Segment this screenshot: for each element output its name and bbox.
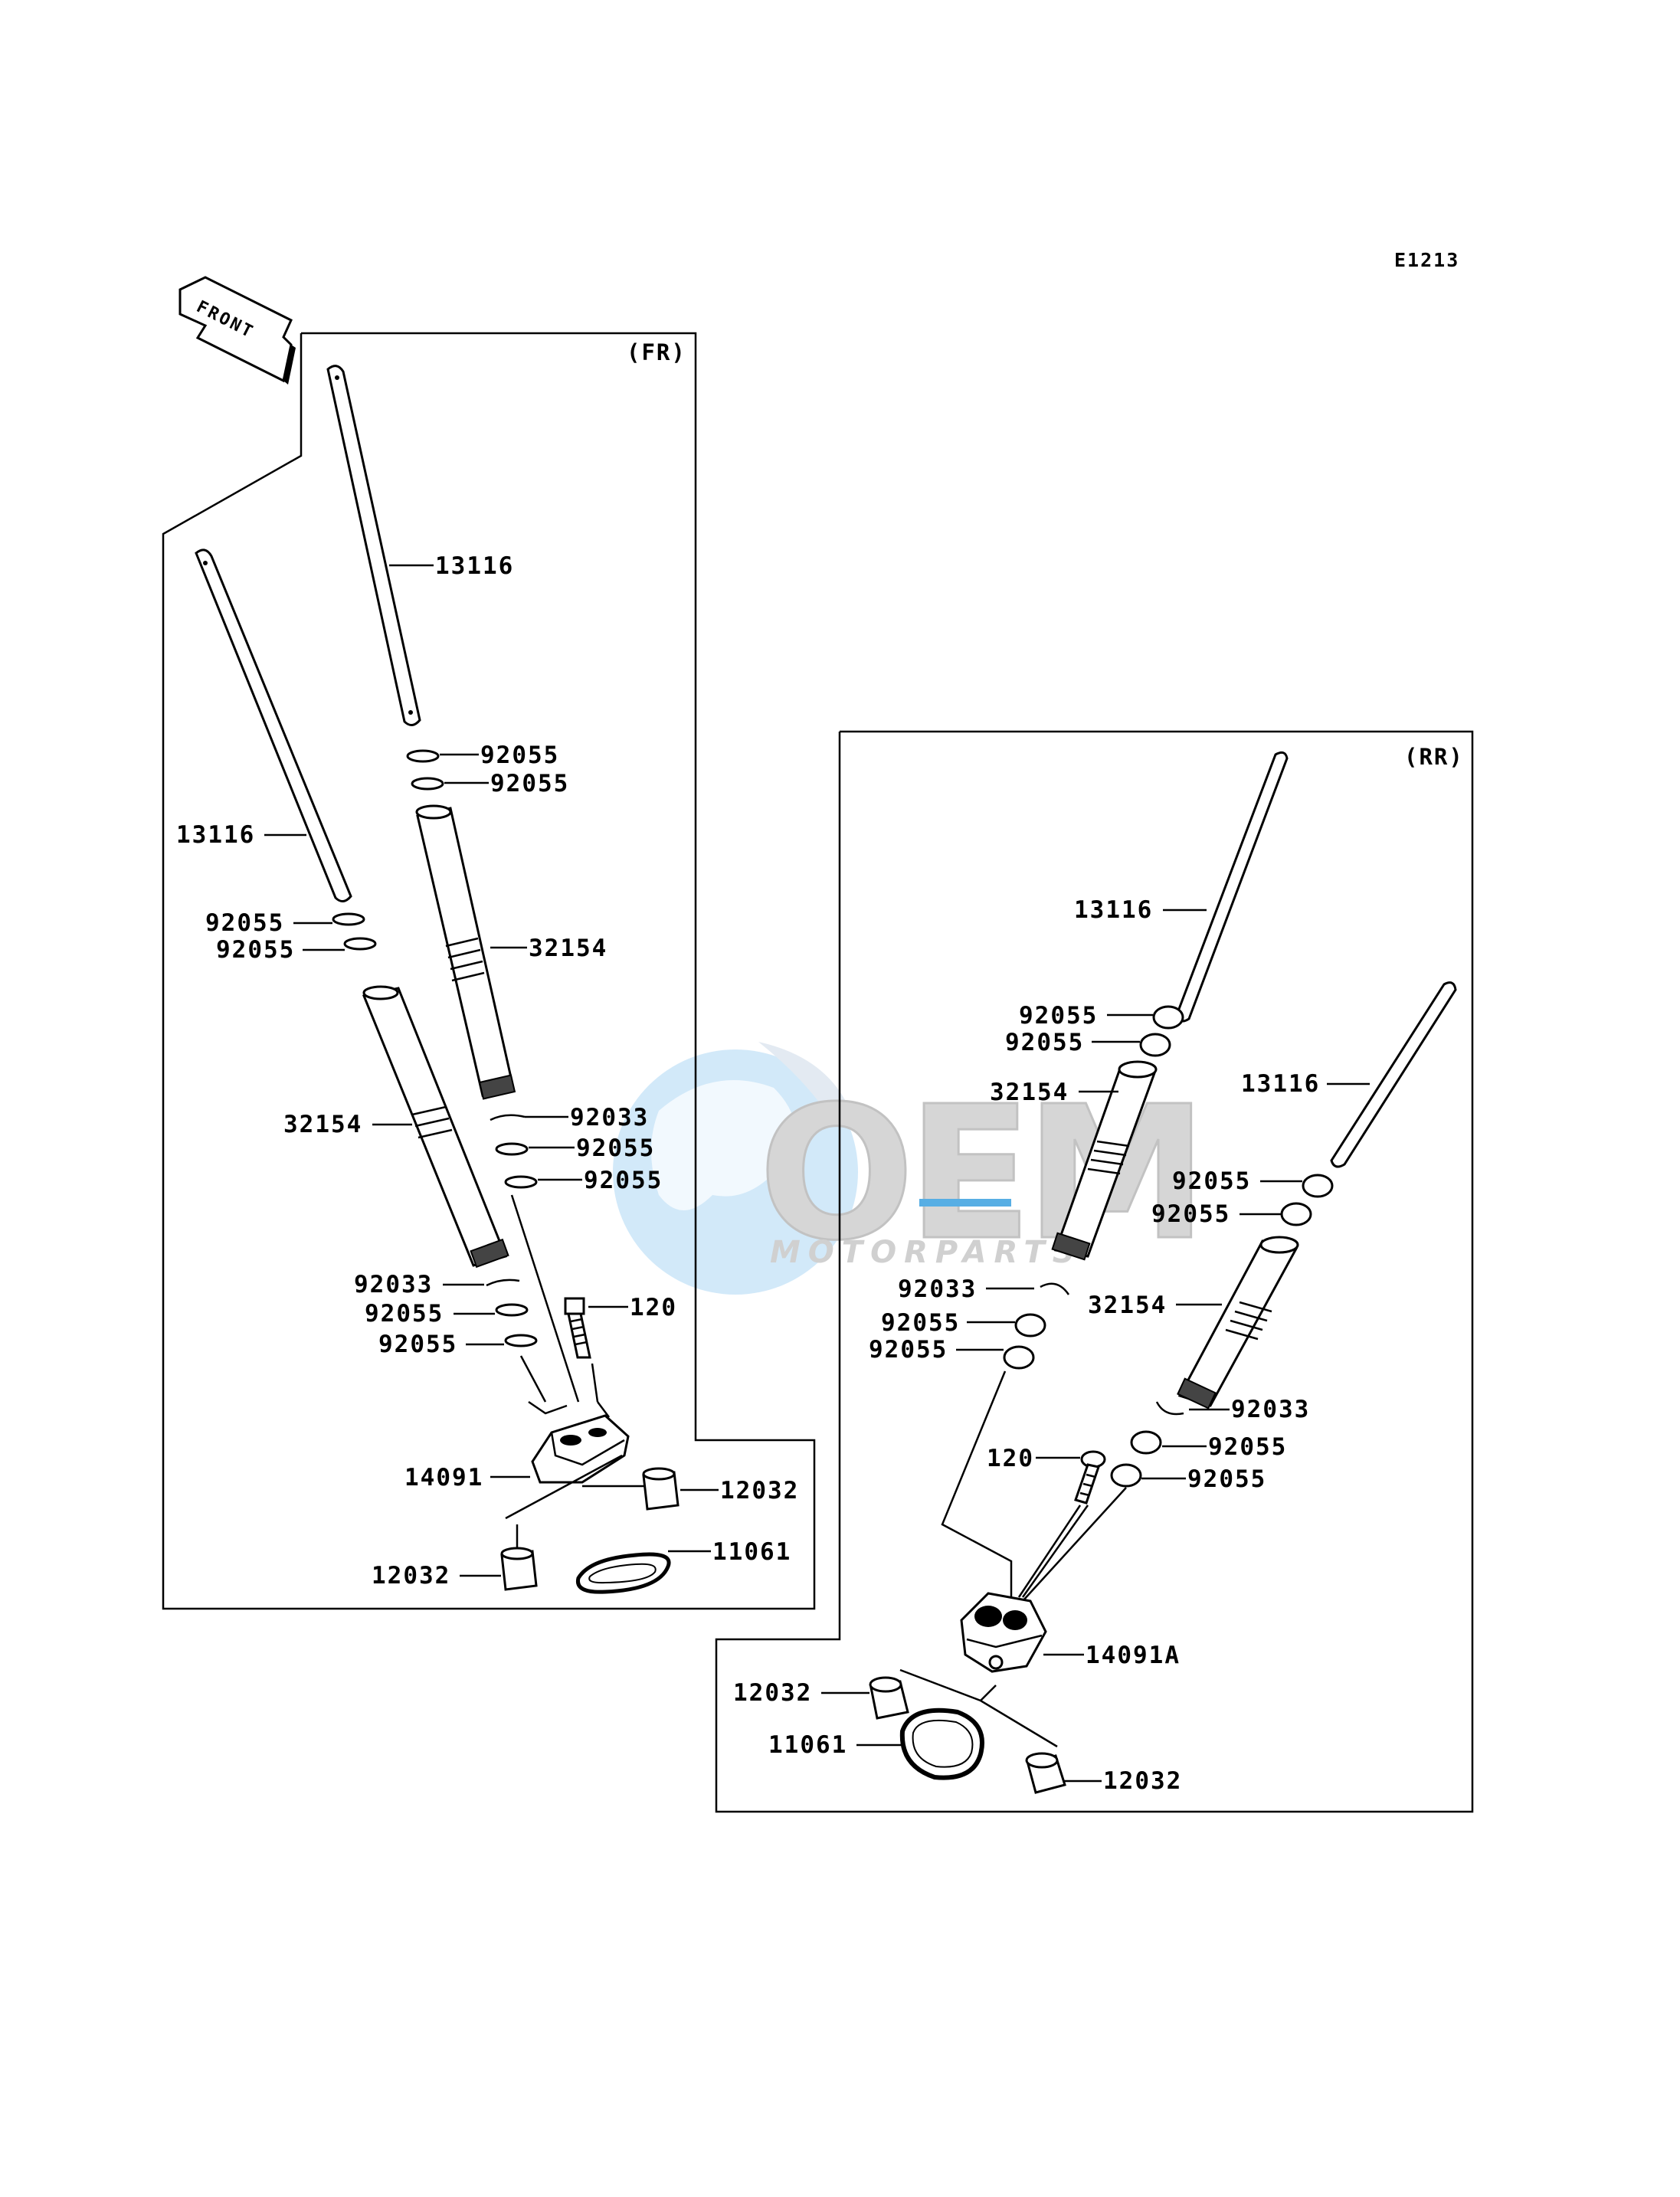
- fr-label-oring-left-1: 92055: [205, 909, 284, 937]
- rr-label-dowel-a: 12032: [733, 1679, 812, 1707]
- fr-dowel-icon: [642, 1467, 680, 1511]
- rr-oring-icon: [1110, 1463, 1142, 1488]
- rr-label-oring-a1: 92055: [1019, 1002, 1098, 1030]
- fr-holder-icon: [531, 1414, 630, 1484]
- fr-oring-icon: [495, 1303, 529, 1317]
- rr-pushrod-a: [1175, 751, 1289, 1023]
- fr-label-dowel-left: 12032: [372, 1562, 450, 1590]
- fr-oring-icon: [332, 912, 365, 926]
- fr-label-tube-right: 32154: [529, 935, 607, 962]
- fr-frame: [162, 332, 816, 1610]
- fr-label-tube-left: 32154: [283, 1111, 362, 1138]
- rr-label-gasket: 11061: [768, 1731, 847, 1759]
- fr-label-bolt: 120: [630, 1294, 677, 1321]
- fr-oring-icon: [406, 749, 440, 763]
- fr-bolt-icon: [564, 1297, 591, 1359]
- fr-label-oring-top-1: 92055: [480, 742, 559, 769]
- rr-oring-icon: [1280, 1202, 1312, 1226]
- rr-label-dowel-b: 12032: [1103, 1767, 1182, 1795]
- rr-tube-a: [1051, 1060, 1158, 1261]
- rr-label-clip-a: 92033: [898, 1275, 977, 1303]
- fr-tube-right: [415, 804, 516, 1100]
- rr-label-clip-b: 92033: [1231, 1396, 1310, 1423]
- rr-label-oring-c1: 92055: [881, 1309, 960, 1337]
- rr-label-oring-b1: 92055: [1172, 1167, 1251, 1195]
- fr-tube-left: [362, 985, 509, 1269]
- rr-oring-icon: [1139, 1033, 1171, 1057]
- rr-oring-icon: [1302, 1174, 1334, 1198]
- fr-label-rod-lower: 13116: [176, 821, 255, 849]
- rr-oring-icon: [1014, 1313, 1046, 1338]
- fr-oring-icon: [411, 777, 444, 791]
- fr-label-oring-top-2: 92055: [490, 770, 569, 797]
- rr-tube-b: [1177, 1236, 1299, 1410]
- fr-label-clip-low: 92033: [354, 1271, 433, 1298]
- fr-label-holder: 14091: [404, 1464, 483, 1491]
- rr-pushrod-b: [1330, 981, 1457, 1168]
- rr-label-rod-b: 13116: [1241, 1070, 1320, 1098]
- rr-label-oring-d1: 92055: [1208, 1433, 1287, 1461]
- rr-label-oring-d2: 92055: [1187, 1465, 1266, 1493]
- fr-label-rod-upper: 13116: [435, 552, 514, 580]
- fr-label-oring-mid-2: 92055: [584, 1167, 663, 1194]
- rr-oring-icon: [1003, 1345, 1035, 1370]
- rr-clip-icon: [1155, 1401, 1184, 1416]
- fr-title: (FR): [627, 339, 686, 365]
- fr-label-gasket: 11061: [712, 1538, 791, 1566]
- fr-label-oring-mid-1: 92055: [576, 1135, 655, 1162]
- fr-gasket-icon: [575, 1552, 671, 1594]
- rr-label-oring-b2: 92055: [1151, 1200, 1230, 1228]
- rr-frame: [715, 730, 1474, 1813]
- fr-clip-icon: [490, 1114, 526, 1121]
- rr-oring-icon: [1152, 1005, 1184, 1030]
- rr-label-oring-a2: 92055: [1005, 1029, 1084, 1056]
- fr-label-dowel-right: 12032: [720, 1477, 799, 1505]
- fr-label-clip-mid: 92033: [570, 1104, 649, 1131]
- rr-label-tube-a: 32154: [990, 1079, 1069, 1106]
- fr-oring-icon: [495, 1142, 529, 1156]
- diagram-code: E1213: [1394, 249, 1459, 271]
- fr-label-oring-left-2: 92055: [216, 936, 295, 964]
- rr-clip-icon: [1040, 1282, 1070, 1295]
- rr-label-tube-b: 32154: [1088, 1292, 1167, 1319]
- watermark-tagline: MOTORPARTS: [770, 1235, 1082, 1270]
- rr-label-holder: 14091A: [1086, 1642, 1181, 1669]
- rr-bolt-icon: [1074, 1450, 1106, 1505]
- fr-oring-icon: [504, 1334, 538, 1347]
- rr-label-rod-a: 13116: [1074, 896, 1153, 924]
- fr-oring-icon: [343, 937, 377, 951]
- rr-holder-icon: [960, 1592, 1047, 1673]
- fr-label-oring-low-2: 92055: [378, 1331, 457, 1358]
- fr-dowel-icon: [500, 1524, 538, 1591]
- rr-dowel-icon: [1025, 1752, 1066, 1794]
- section-fr: (FR) 13116 13116 92055 92055 92055 92055: [162, 332, 816, 1610]
- fr-label-oring-low-1: 92055: [365, 1300, 444, 1328]
- rr-oring-icon: [1130, 1430, 1162, 1455]
- fr-clip-icon: [486, 1279, 520, 1287]
- rr-label-bolt: 120: [987, 1445, 1034, 1472]
- fr-pushrod-upper: [326, 365, 421, 726]
- rr-gasket-icon: [899, 1708, 984, 1780]
- rr-dowel-icon: [869, 1676, 909, 1720]
- rr-label-oring-c2: 92055: [869, 1336, 948, 1364]
- section-rr: (RR) 13116 13116 92055 92055 32154: [715, 730, 1474, 1813]
- front-arrow-icon: FRONT: [178, 276, 296, 385]
- fr-pushrod-lower: [195, 548, 352, 902]
- fr-oring-icon: [504, 1175, 538, 1189]
- rr-title: (RR): [1404, 744, 1464, 770]
